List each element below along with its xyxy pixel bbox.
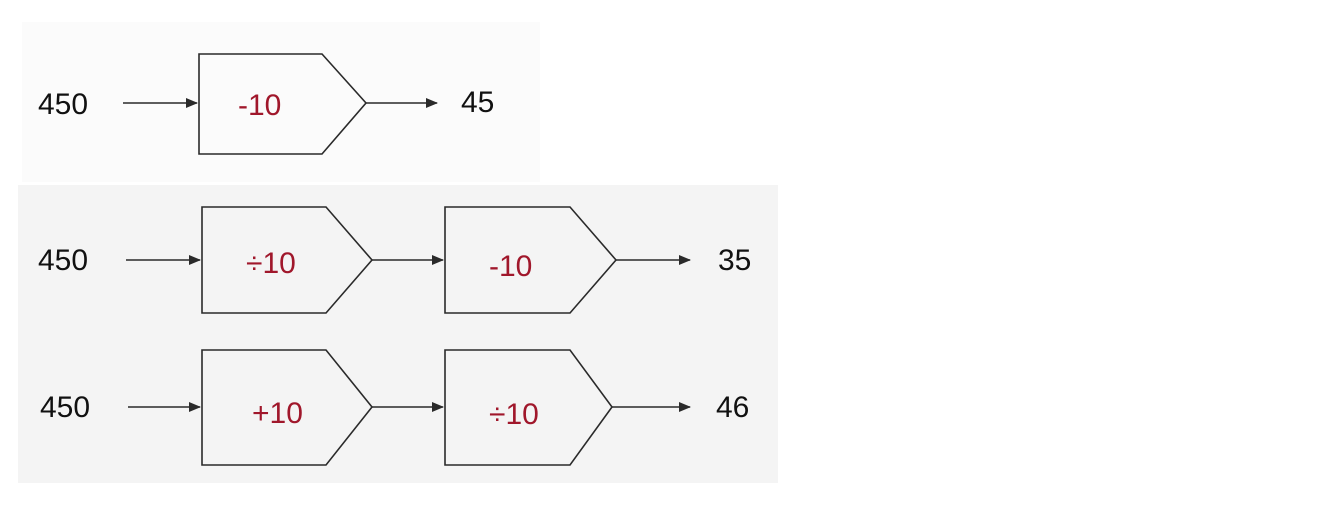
- row-3-machine-1: [201, 349, 374, 466]
- machine-row-1: 450 -10 45: [38, 53, 494, 155]
- row-1-output: 45: [461, 86, 494, 119]
- machine-row-2: 450 ÷10 -10 35: [38, 206, 751, 314]
- row-3-machine-2: [444, 349, 613, 466]
- row-2-machine-2: [444, 206, 618, 314]
- row-3-output: 46: [716, 391, 749, 424]
- row-1-machine-1: [198, 53, 368, 155]
- machine-row-3: 450 +10 ÷10 46: [40, 349, 749, 466]
- row-1-background: [22, 22, 540, 182]
- row-3-operation-1: +10: [252, 397, 303, 430]
- row-2-input: 450: [38, 244, 88, 277]
- row-3-input: 450: [40, 391, 90, 424]
- rows-2-3-background: [18, 185, 778, 483]
- row-2-operation-2: -10: [489, 250, 532, 283]
- row-1-input: 450: [38, 88, 88, 121]
- row-2-output: 35: [718, 244, 751, 277]
- row-2-machine-1: [201, 206, 374, 314]
- row-1-operation-1: -10: [238, 89, 281, 122]
- row-2-operation-1: ÷10: [246, 247, 296, 280]
- row-3-operation-2: ÷10: [489, 398, 539, 431]
